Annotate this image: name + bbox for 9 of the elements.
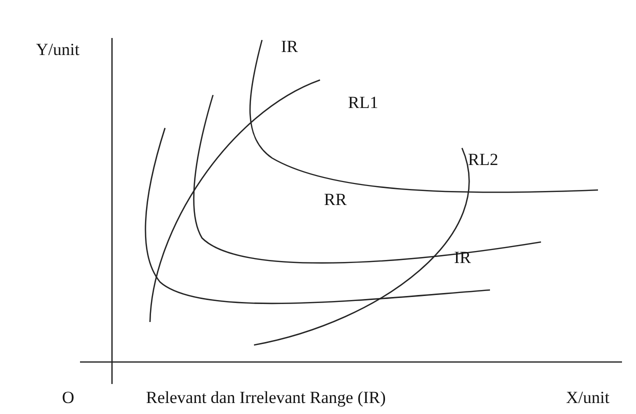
curve-label: RL2 <box>468 150 498 170</box>
axis-label: X/unit <box>566 388 610 408</box>
curve-label: RR <box>324 190 347 210</box>
curve-label: IR <box>454 248 471 268</box>
curve-label: RL1 <box>348 93 378 113</box>
axis-label: Y/unit <box>36 40 80 60</box>
origin-label: O <box>62 388 74 408</box>
caption: Relevant dan Irrelevant Range (IR) <box>146 388 386 408</box>
curve-label: IR <box>281 37 298 57</box>
